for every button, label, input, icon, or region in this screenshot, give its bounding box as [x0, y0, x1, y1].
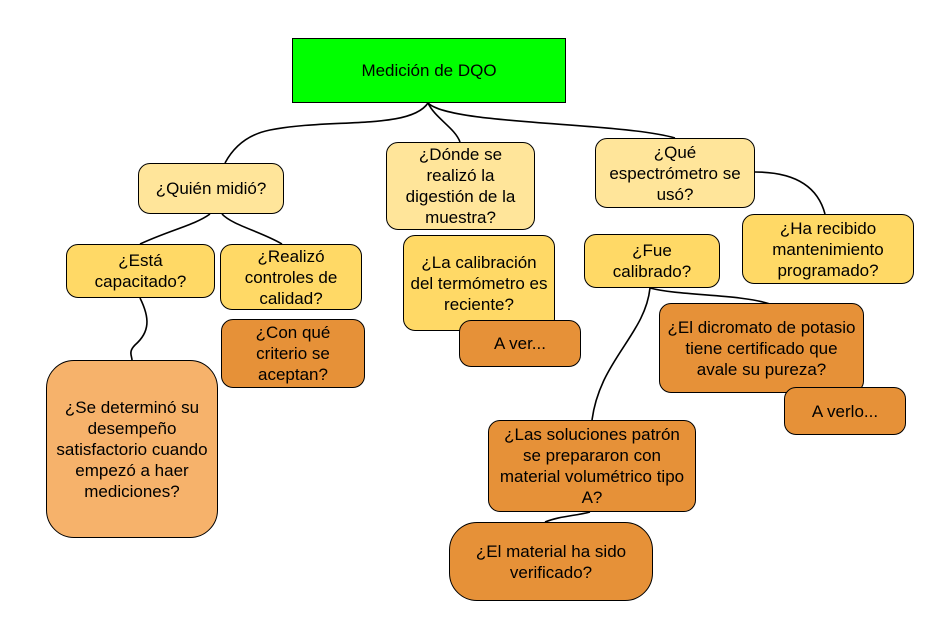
node-desempeno[interactable]: ¿Se determinó su desempeño satisfactorio… [46, 360, 218, 538]
node-que-espectrometro[interactable]: ¿Qué espectrómetro se usó? [595, 138, 755, 208]
node-fue-calibrado[interactable]: ¿Fue calibrado? [584, 234, 720, 288]
root-node-label: Medición de DQO [361, 61, 497, 80]
node-fue-calibrado-label: ¿Fue calibrado? [612, 241, 692, 281]
node-dicromato[interactable]: ¿El dicromato de potasio tiene certifica… [659, 303, 864, 393]
node-donde-realizo[interactable]: ¿Dónde se realizó la digestión de la mue… [386, 142, 535, 230]
node-material-verificado[interactable]: ¿El material ha sido verificado? [449, 522, 653, 601]
connector-root-quien [224, 102, 429, 164]
node-a-verlo[interactable]: A verlo... [784, 387, 906, 435]
node-quien-midio[interactable]: ¿Quién midió? [138, 163, 284, 214]
node-con-que-criterio[interactable]: ¿Con qué criterio se aceptan? [221, 319, 365, 388]
node-realizo-controles-label: ¿Realizó controles de calidad? [244, 246, 338, 308]
node-esta-capacitado[interactable]: ¿Está capacitado? [66, 244, 215, 298]
connector-fue-dicromato [649, 287, 771, 305]
node-a-ver[interactable]: A ver... [459, 320, 581, 367]
node-soluciones-patron-label: ¿Las soluciones patrón se prepararon con… [499, 425, 685, 507]
node-mantenimiento-label: ¿Ha recibido mantenimiento programado? [772, 218, 884, 280]
root-node[interactable]: Medición de DQO [292, 38, 566, 103]
node-con-que-criterio-label: ¿Con qué criterio se aceptan? [255, 323, 331, 384]
node-calibracion-termometro[interactable]: ¿La calibración del termómetro es recien… [403, 235, 555, 331]
node-material-verificado-label: ¿El material ha sido verificado? [475, 541, 627, 582]
node-a-ver-label: A ver... [494, 334, 546, 353]
connector-soluciones-material [544, 511, 591, 523]
connector-root-espectrometro [427, 102, 676, 139]
node-quien-midio-label: ¿Quién midió? [155, 179, 267, 198]
connector-fue-soluciones [591, 287, 651, 421]
node-realizo-controles[interactable]: ¿Realizó controles de calidad? [220, 244, 362, 310]
connector-quien-capacitado [139, 213, 211, 245]
node-calibracion-termometro-label: ¿La calibración del termómetro es recien… [410, 252, 548, 314]
node-mantenimiento[interactable]: ¿Ha recibido mantenimiento programado? [742, 214, 914, 284]
node-a-verlo-label: A verlo... [811, 401, 879, 421]
node-esta-capacitado-label: ¿Está capacitado? [94, 251, 187, 291]
connector-espectrometro-mantenimiento [754, 171, 826, 215]
node-soluciones-patron[interactable]: ¿Las soluciones patrón se prepararon con… [488, 420, 696, 512]
node-que-espectrometro-label: ¿Qué espectrómetro se usó? [609, 142, 741, 204]
connector-root-donde [427, 102, 461, 143]
node-desempeno-label: ¿Se determinó su desempeño satisfactorio… [56, 397, 208, 501]
node-donde-realizo-label: ¿Dónde se realizó la digestión de la mue… [405, 145, 516, 227]
connector-quien-controles [221, 213, 283, 245]
node-dicromato-label: ¿El dicromato de potasio tiene certifica… [667, 317, 856, 379]
connector-capacitado-desempeno [130, 297, 148, 361]
